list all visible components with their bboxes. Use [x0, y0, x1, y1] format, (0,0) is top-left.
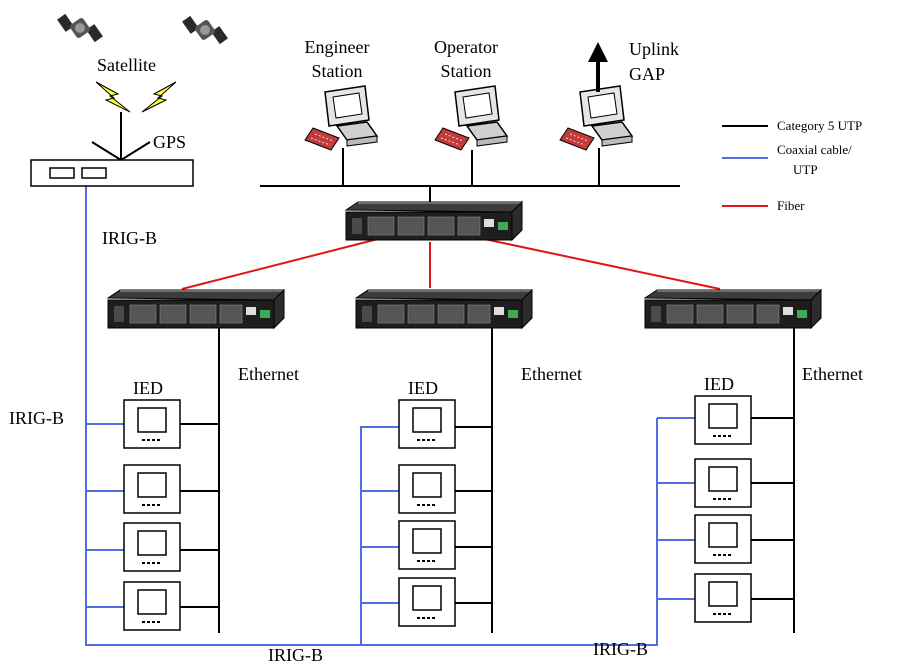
legend-label-fiber: Fiber: [777, 198, 805, 213]
ied-icon: [694, 573, 752, 623]
uplink-workstation-icon: [559, 85, 633, 151]
satellite-label: Satellite: [97, 55, 156, 75]
ied-icon: [398, 464, 456, 514]
legend-label-coax-line2: UTP: [793, 162, 818, 177]
satellite-icon: [182, 15, 228, 45]
ied-icon: [694, 458, 752, 508]
engineer-station-label-line2: Station: [311, 61, 362, 81]
uplink-arrow-icon: [588, 42, 608, 92]
engineer-station-label-line1: Engineer: [305, 37, 370, 57]
ied-icon: [123, 581, 181, 631]
ied-icon: [694, 395, 752, 445]
gps-antenna-icon: [91, 112, 151, 161]
ied-icon: [398, 399, 456, 449]
gps-label: GPS: [153, 132, 186, 152]
ied-label: IED: [408, 378, 438, 398]
uplink-label-line2: GAP: [629, 64, 665, 84]
engineer-workstation-icon: [304, 85, 378, 151]
ethernet-label: Ethernet: [238, 364, 299, 384]
irig-b-label: IRIG-B: [9, 408, 64, 428]
ied-icon: [123, 522, 181, 572]
ied-icon: [398, 577, 456, 627]
core-switch-icon: [345, 201, 523, 241]
irig-b-label: IRIG-B: [268, 645, 323, 665]
ethernet-label: Ethernet: [521, 364, 582, 384]
irig-b-label: IRIG-B: [102, 228, 157, 248]
ied-icon: [398, 520, 456, 570]
legend-label-cat5: Category 5 UTP: [777, 118, 862, 133]
legend-label-coax: Coaxial cable/: [777, 142, 852, 157]
fiber-cabling: [181, 235, 721, 290]
irig-b-label: IRIG-B: [593, 639, 648, 659]
ied-icon: [694, 514, 752, 564]
irig-b-cabling: [85, 186, 695, 646]
switch-icon: [107, 289, 285, 329]
ethernet-cabling: [180, 148, 795, 633]
lightning-icon: [141, 81, 177, 113]
ethernet-label: Ethernet: [802, 364, 863, 384]
operator-workstation-icon: [434, 85, 508, 151]
operator-station-label-line1: Operator: [434, 37, 498, 57]
gps-receiver-icon: [30, 159, 194, 187]
operator-station-label-line2: Station: [440, 61, 491, 81]
ied-icon: [123, 464, 181, 514]
uplink-label-line1: Uplink: [629, 39, 679, 59]
lightning-icon: [95, 81, 131, 113]
switch-icon: [355, 289, 533, 329]
ied-label: IED: [704, 374, 734, 394]
ied-label: IED: [133, 378, 163, 398]
legend: Category 5 UTP Coaxial cable/ UTP Fiber: [722, 118, 862, 213]
satellite-icon: [57, 13, 103, 43]
ied-icon: [123, 399, 181, 449]
switch-icon: [644, 289, 822, 329]
